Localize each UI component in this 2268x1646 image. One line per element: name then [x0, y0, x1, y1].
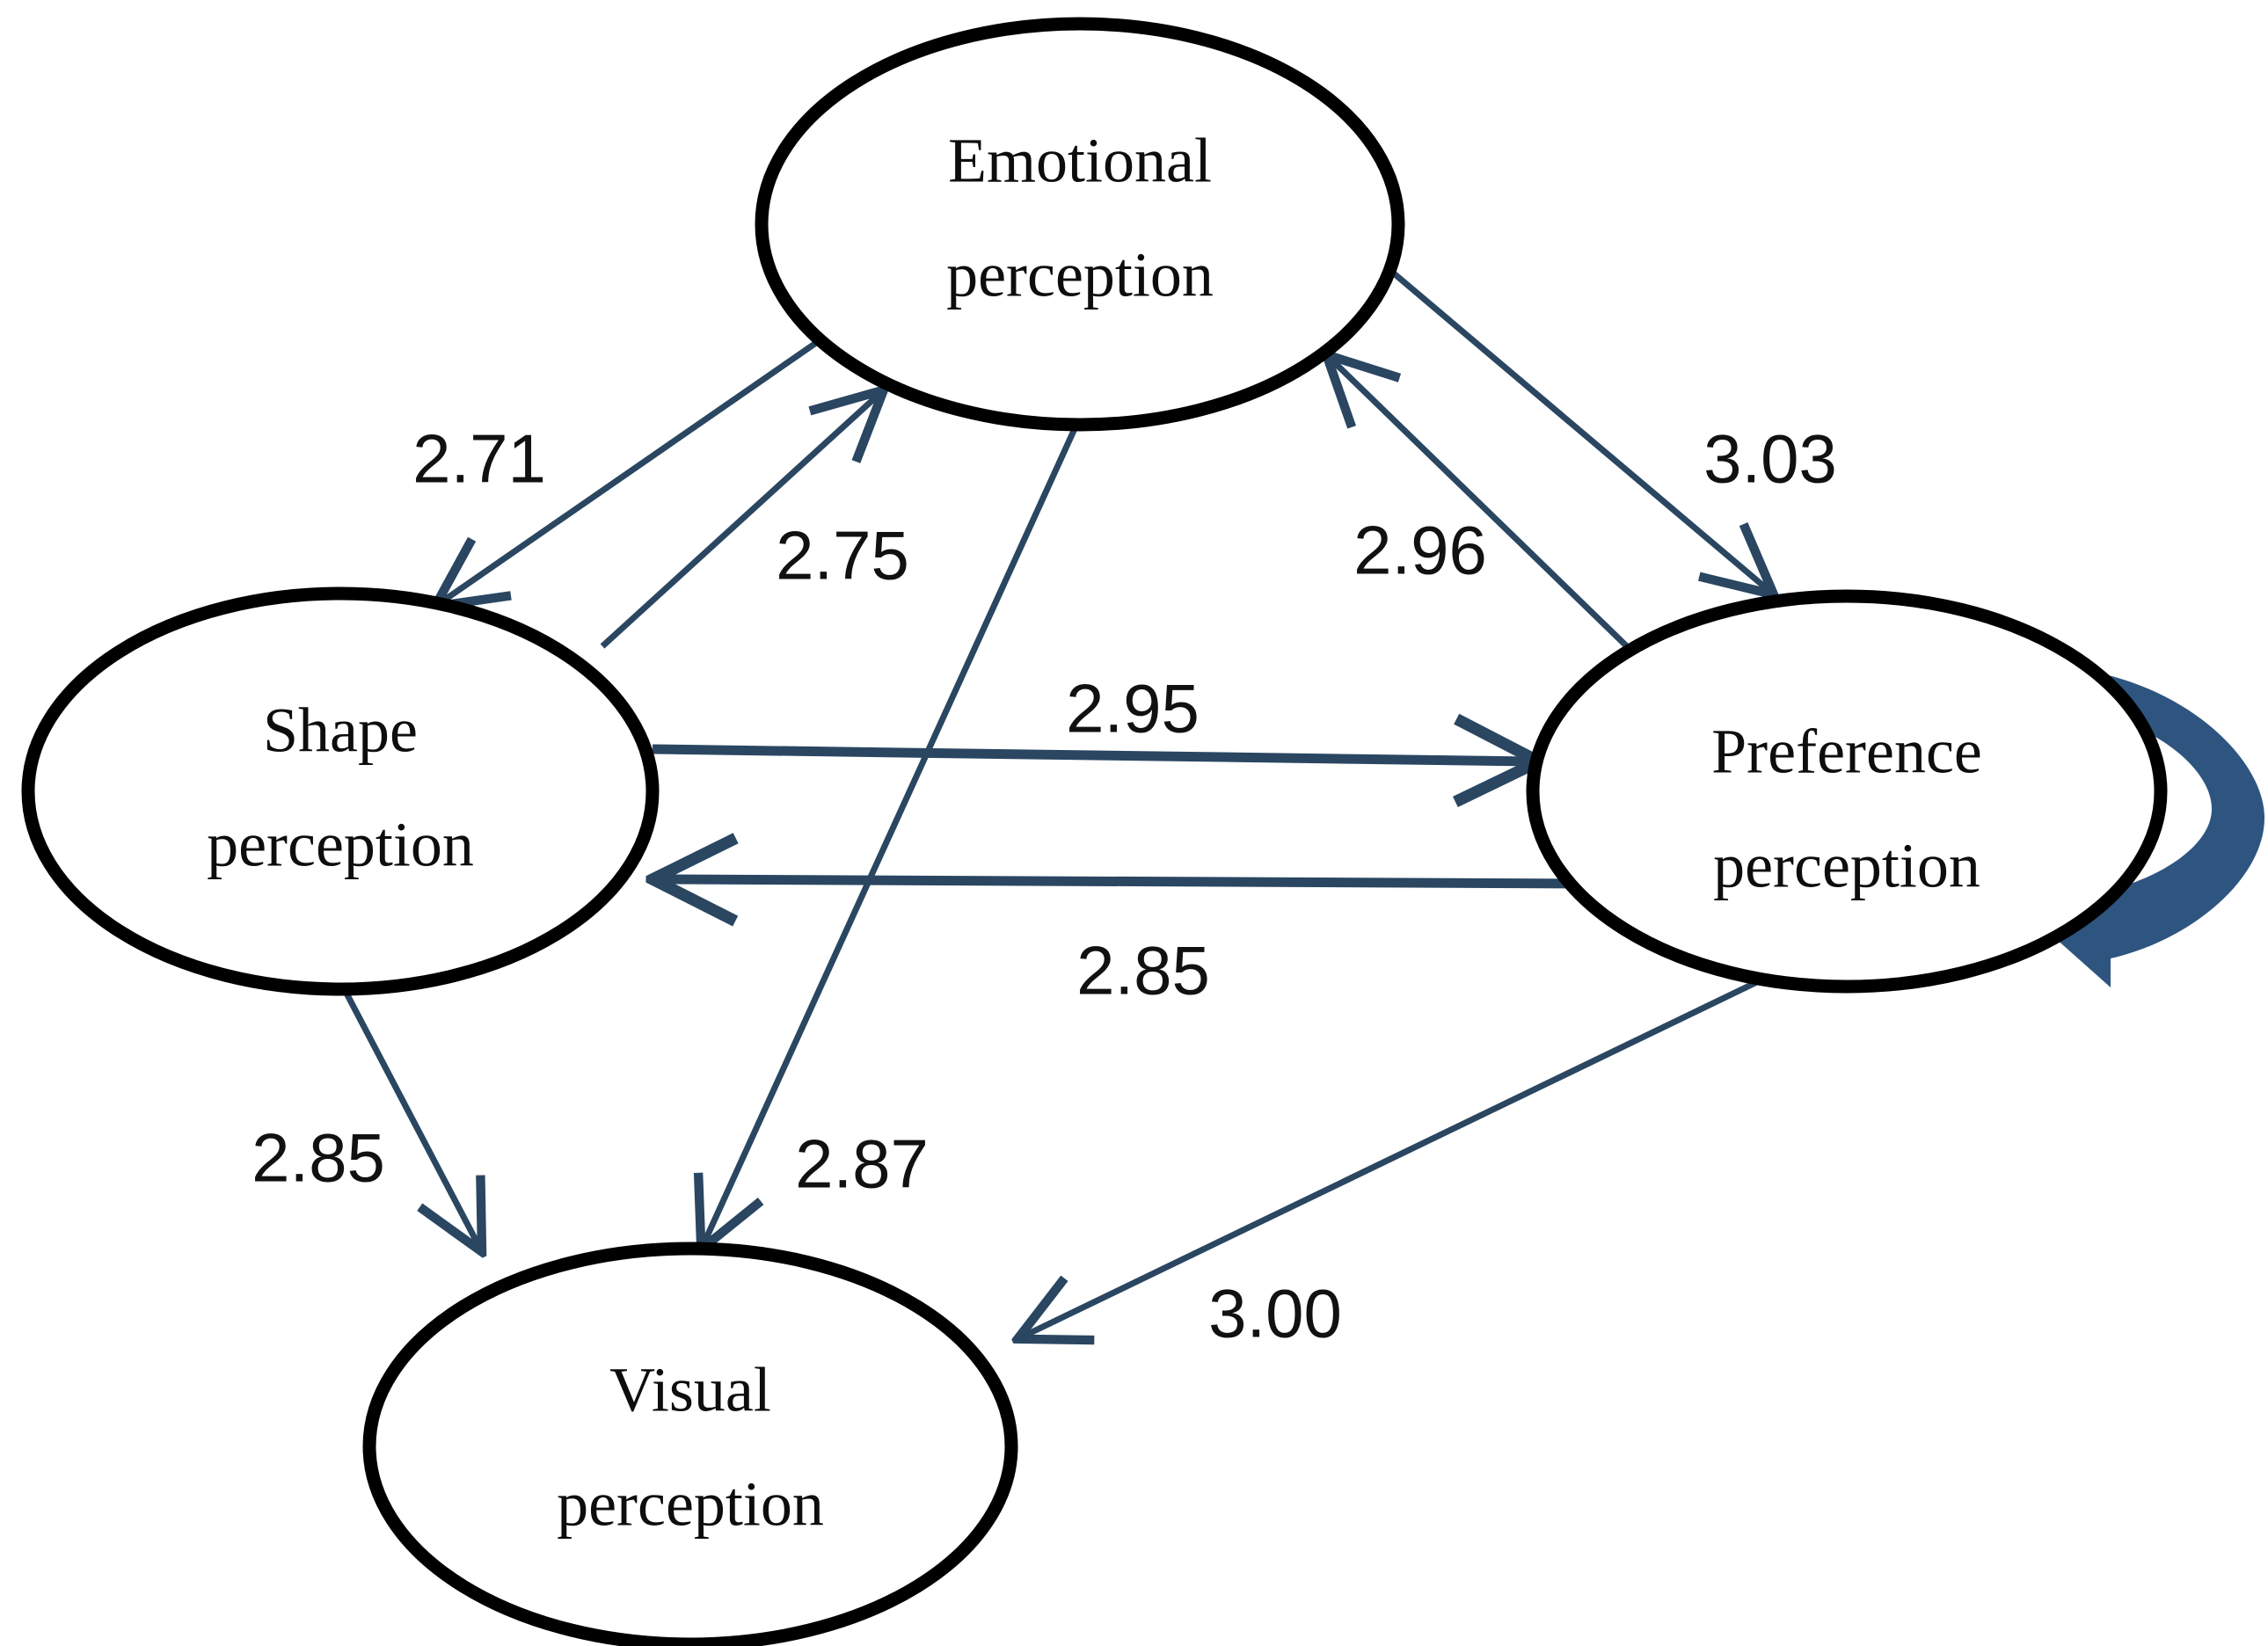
node-label-line1: Preference	[1711, 717, 1982, 787]
edge-label-emotional-to-shape: 2.71	[412, 420, 546, 498]
edge-emotional-to-preference	[1380, 261, 1769, 591]
edge-line	[704, 412, 1085, 1244]
edge-label-preference-to-emotional: 2.96	[1353, 512, 1487, 589]
edge-emotional-to-shape	[440, 334, 827, 603]
edge-line	[1380, 261, 1769, 591]
edge-preference-to-visual	[1023, 974, 1768, 1336]
edge-line	[660, 879, 1600, 884]
edge-shape-to-visual	[339, 985, 479, 1247]
edge-line	[339, 985, 479, 1247]
edge-line	[440, 334, 827, 603]
edge-label-emotional-to-preference: 3.03	[1703, 420, 1837, 498]
edge-shape-to-emotional	[600, 394, 879, 649]
node-label-line2: perception	[557, 1469, 824, 1540]
edge-label-emotional-to-visual: 2.87	[795, 1125, 929, 1203]
node-ellipse	[362, 1242, 1018, 1646]
node-visual-perception[interactable]: Visual perception	[362, 1242, 1018, 1646]
edge-line	[652, 749, 1532, 761]
node-label-line1: Shape	[263, 696, 418, 766]
node-preference-perception[interactable]: Preference perception	[1526, 589, 2168, 994]
node-ellipse	[755, 17, 1405, 432]
node-label-line2: perception	[946, 240, 1214, 310]
edge-label-shape-to-preference: 2.95	[1066, 670, 1200, 747]
node-ellipse	[21, 586, 660, 996]
edge-label-preference-to-shape: 2.85	[1076, 932, 1210, 1009]
edge-emotional-to-visual	[704, 412, 1085, 1244]
edge-line	[1331, 359, 1634, 653]
node-label-line2: perception	[1713, 831, 1980, 901]
edge-shape-to-preference	[652, 749, 1532, 761]
node-shape-perception[interactable]: Shape perception	[21, 586, 660, 996]
edge-preference-to-shape	[660, 879, 1600, 884]
edge-label-preference-to-visual: 3.00	[1208, 1275, 1342, 1352]
edge-preference-to-emotional	[1331, 359, 1634, 653]
node-label-line1: Emotional	[948, 126, 1212, 196]
node-label-line2: perception	[207, 810, 474, 880]
node-emotional-perception[interactable]: Emotional perception	[755, 17, 1405, 432]
node-ellipse	[1526, 589, 2168, 994]
node-label-line1: Visual	[609, 1355, 771, 1425]
edge-line	[600, 394, 879, 649]
edge-line	[1023, 974, 1768, 1336]
edge-label-shape-to-emotional: 2.75	[776, 517, 909, 594]
edge-label-shape-to-visual: 2.85	[252, 1119, 385, 1197]
